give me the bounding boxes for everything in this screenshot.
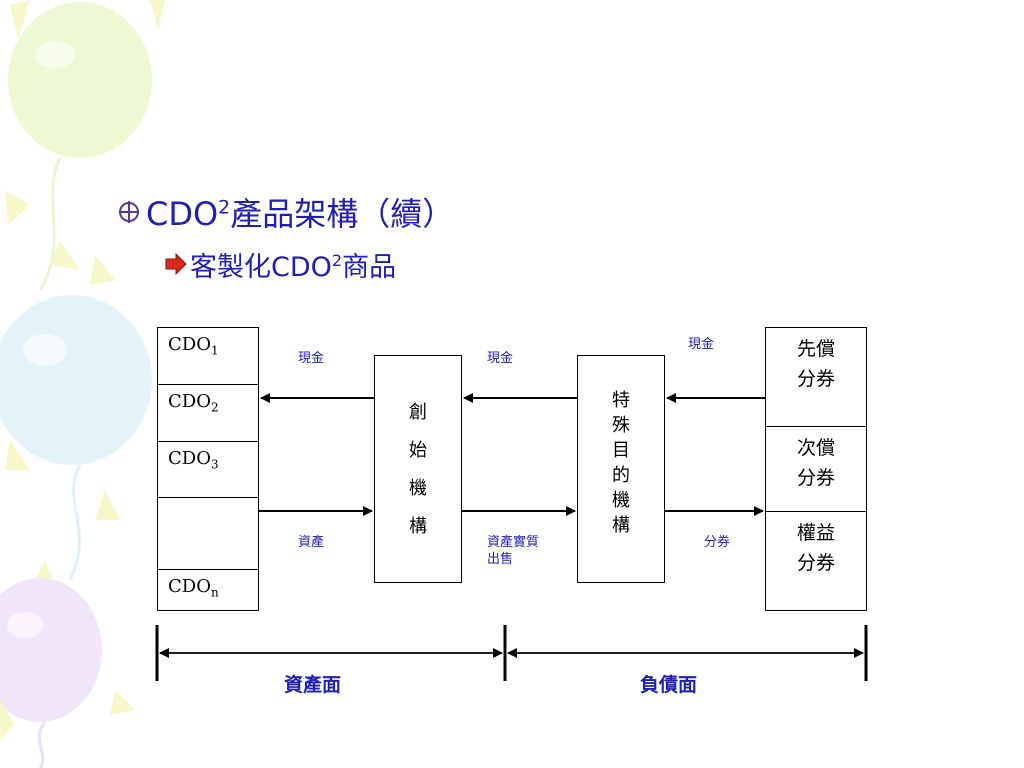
bullet-level-2: 客製化CDO2商品 [164,244,396,284]
tranche-senior: 先償分券 [766,328,866,427]
asset-sale-label: 資產實質出售 [487,535,540,567]
assets-label-left: 資產 [298,535,325,550]
circle-cross-bullet-icon [119,201,139,223]
spv-char: 特 [612,390,630,411]
cdo-cell [158,498,258,570]
cdo-cell: CDO3 [158,442,258,498]
spv-char: 的 [612,465,630,486]
originator-box: 創 始 機 構 [374,355,462,583]
cash-label-left: 現金 [298,351,325,366]
liability-side-label: 負債面 [640,674,698,696]
cash-label-right: 現金 [688,337,715,352]
spv-box: 特 殊 目 的 機 構 [577,355,665,583]
tranche-equity: 權益分券 [796,522,835,574]
spv-char: 構 [612,515,630,536]
cash-label-mid: 現金 [487,351,514,366]
cdo-cell: CDO2 [158,385,258,442]
cdo-cell: CDO1 [158,328,258,385]
red-arrow-bullet-icon [165,253,187,275]
tranche-mezzanine: 次償分券 [766,427,866,512]
tranches-box: 先償分券 次償分券 權益分券 [765,327,867,611]
slide-title: CDO2產品架構（續） [146,195,455,233]
spv-char: 殊 [612,415,630,436]
originator-char: 構 [409,516,427,537]
tranche-label: 分券 [704,535,731,550]
originator-char: 始 [409,440,427,461]
originator-char: 創 [409,402,427,423]
cdo-stack: CDO1 CDO2 CDO3 CDOn [157,327,259,611]
originator-char: 機 [409,478,427,499]
bullet-level-1: CDO2產品架構（續） [116,190,454,234]
slide-subtitle: 客製化CDO2商品 [190,250,397,283]
cdo-cell: CDOn [168,576,219,600]
spv-char: 機 [612,490,630,511]
spv-char: 目 [612,440,630,461]
asset-side-label: 資產面 [284,674,342,696]
